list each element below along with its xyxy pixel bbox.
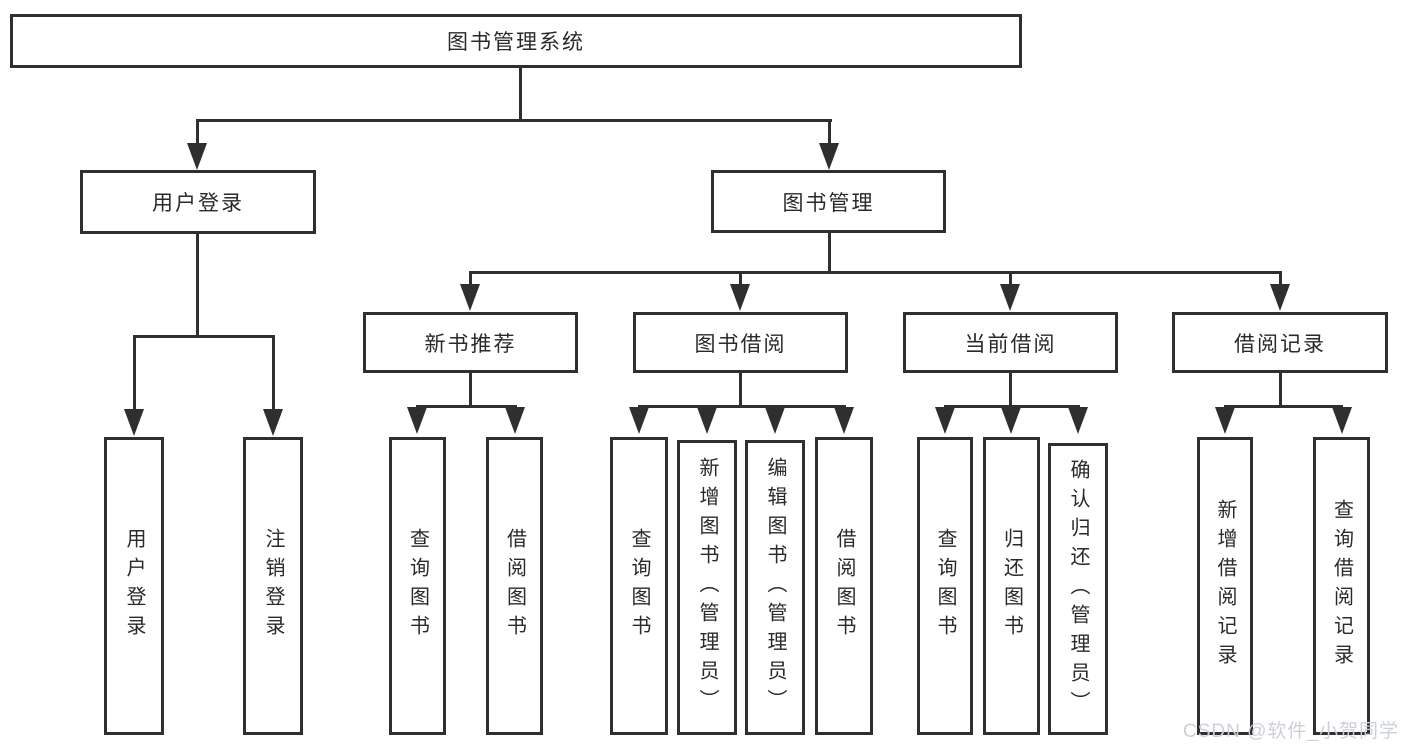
arrowhead-down-icon bbox=[1215, 407, 1235, 434]
arrowhead-down-icon bbox=[629, 407, 649, 434]
arrowhead-down-icon bbox=[1000, 284, 1020, 311]
connector-line bbox=[196, 119, 199, 149]
node-label: 注销登录 bbox=[262, 528, 284, 644]
node-label: 图书管理 bbox=[782, 191, 875, 215]
node-label: 查询借阅记录 bbox=[1330, 499, 1353, 673]
arrowhead-down-icon bbox=[765, 407, 785, 434]
node-label: 图书借阅 bbox=[694, 332, 787, 356]
node-label: 新增图书（管理员） bbox=[696, 457, 718, 718]
connector-line bbox=[739, 271, 742, 287]
connector-line bbox=[196, 234, 199, 337]
connector-line bbox=[133, 335, 136, 413]
connector-line bbox=[1224, 405, 1343, 408]
node-user-login: 用户登录 bbox=[80, 170, 316, 234]
csdn-watermark: CSDN @软件_小贺同学 bbox=[1183, 721, 1399, 742]
leaf-user-login: 用户登录 bbox=[104, 437, 164, 735]
connector-line bbox=[1279, 373, 1282, 408]
node-label: 查询图书 bbox=[628, 528, 650, 644]
connector-line bbox=[1009, 271, 1012, 287]
leaf-query-books-borrow: 查询图书 bbox=[610, 437, 668, 735]
leaf-borrow-books-recommend: 借阅图书 bbox=[486, 437, 543, 735]
node-label: 确认归还（管理员） bbox=[1067, 458, 1089, 720]
node-label: 当前借阅 bbox=[964, 332, 1057, 356]
node-book-borrow: 图书借阅 bbox=[633, 312, 848, 373]
arrowhead-down-icon bbox=[1270, 284, 1290, 311]
node-borrow-records: 借阅记录 bbox=[1172, 312, 1388, 373]
leaf-edit-books-admin: 编辑图书（管理员） bbox=[745, 440, 805, 735]
node-root-system: 图书管理系统 bbox=[10, 14, 1022, 68]
connector-line bbox=[638, 405, 846, 408]
connector-line bbox=[1279, 271, 1282, 287]
connector-line bbox=[739, 373, 742, 408]
node-label: 编辑图书（管理员） bbox=[764, 457, 786, 718]
arrowhead-down-icon bbox=[730, 284, 750, 311]
connector-line bbox=[416, 405, 517, 408]
node-label: 用户登录 bbox=[123, 528, 145, 644]
node-label: 借阅记录 bbox=[1234, 332, 1326, 356]
arrowhead-down-icon bbox=[834, 407, 854, 434]
leaf-return-books: 归还图书 bbox=[983, 437, 1040, 735]
connector-line bbox=[1009, 373, 1012, 408]
connector-line bbox=[944, 405, 1080, 408]
arrowhead-down-icon bbox=[1068, 407, 1088, 434]
connector-line bbox=[133, 335, 275, 338]
arrowhead-down-icon bbox=[935, 407, 955, 434]
leaf-add-borrow-record: 新增借阅记录 bbox=[1197, 437, 1253, 735]
node-label: 查询图书 bbox=[934, 528, 956, 644]
connector-line bbox=[272, 335, 275, 413]
leaf-confirm-return-admin: 确认归还（管理员） bbox=[1048, 443, 1108, 735]
node-label: 归还图书 bbox=[1000, 528, 1023, 644]
leaf-borrow-books: 借阅图书 bbox=[815, 437, 873, 735]
connector-line bbox=[828, 119, 831, 149]
arrowhead-down-icon bbox=[263, 409, 283, 436]
node-label: 新增借阅记录 bbox=[1214, 499, 1236, 673]
connector-line bbox=[196, 119, 832, 122]
node-book-management: 图书管理 bbox=[711, 170, 946, 233]
arrowhead-down-icon bbox=[505, 407, 525, 434]
leaf-query-books-current: 查询图书 bbox=[917, 437, 973, 735]
node-label: 图书管理系统 bbox=[447, 31, 585, 54]
arrowhead-down-icon bbox=[819, 143, 839, 170]
connector-line bbox=[469, 271, 1282, 274]
arrowhead-down-icon bbox=[407, 407, 427, 434]
node-current-borrow: 当前借阅 bbox=[903, 312, 1118, 373]
leaf-query-books-recommend: 查询图书 bbox=[389, 437, 446, 735]
node-label: 借阅图书 bbox=[503, 528, 526, 644]
arrowhead-down-icon bbox=[1332, 407, 1352, 434]
leaf-logout: 注销登录 bbox=[243, 437, 303, 735]
connector-line bbox=[828, 233, 831, 273]
connector-line bbox=[469, 373, 472, 408]
arrowhead-down-icon bbox=[1001, 407, 1021, 434]
leaf-add-books-admin: 新增图书（管理员） bbox=[677, 440, 737, 735]
arrowhead-down-icon bbox=[187, 143, 207, 170]
arrowhead-down-icon bbox=[124, 409, 144, 436]
node-label: 新书推荐 bbox=[424, 332, 517, 356]
connector-line bbox=[519, 68, 522, 121]
connector-line bbox=[469, 271, 472, 287]
arrowhead-down-icon bbox=[460, 284, 480, 311]
leaf-query-borrow-record: 查询借阅记录 bbox=[1313, 437, 1370, 735]
node-label: 借阅图书 bbox=[833, 528, 855, 644]
node-new-book-recommend: 新书推荐 bbox=[363, 312, 578, 373]
arrowhead-down-icon bbox=[697, 407, 717, 434]
node-label: 查询图书 bbox=[406, 528, 429, 644]
node-label: 用户登录 bbox=[152, 192, 244, 215]
